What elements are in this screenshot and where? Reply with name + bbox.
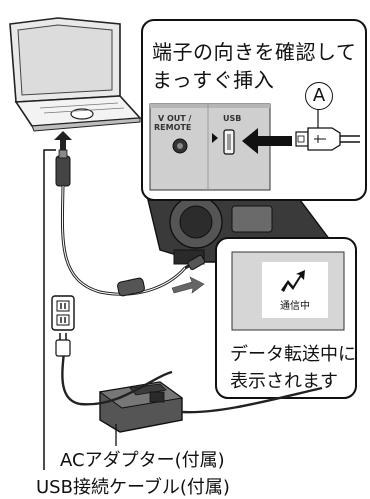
dc-cord bbox=[181, 386, 323, 414]
transfer-arrow-icon bbox=[281, 270, 305, 292]
usb-plug bbox=[55, 155, 71, 187]
ac-adapter-label: ACアダプター(付属) bbox=[60, 450, 225, 471]
screen-status-text: 通信中 bbox=[280, 301, 310, 312]
wall-plug bbox=[55, 339, 71, 357]
ferrite-core bbox=[117, 277, 145, 297]
insert-arrow-icon bbox=[171, 276, 205, 294]
video-out-label-line1: V OUT / bbox=[158, 114, 192, 123]
usb-cable-label: USB接続ケーブル(付属) bbox=[36, 477, 230, 498]
screen-note-line1: データ転送中に bbox=[230, 344, 356, 365]
usb-connector-a bbox=[295, 127, 360, 151]
push-arrow-icon bbox=[242, 128, 292, 154]
ac-power-cord bbox=[61, 351, 173, 406]
usb-port-label: USB bbox=[223, 114, 242, 123]
callout-title-line1: 端子の向きを確認して bbox=[152, 40, 357, 64]
usb-cable-leader bbox=[43, 149, 56, 470]
connector-marker-a: A bbox=[305, 82, 333, 110]
ac-adapter bbox=[98, 381, 184, 433]
video-out-label-line2: REMOTE bbox=[154, 123, 192, 132]
callout-title-line2: まっすぐ挿入 bbox=[152, 68, 275, 92]
laptop bbox=[9, 17, 142, 132]
plug-in-arrow-icon bbox=[54, 131, 72, 150]
screen-note-line2: 表示されます bbox=[230, 371, 338, 392]
